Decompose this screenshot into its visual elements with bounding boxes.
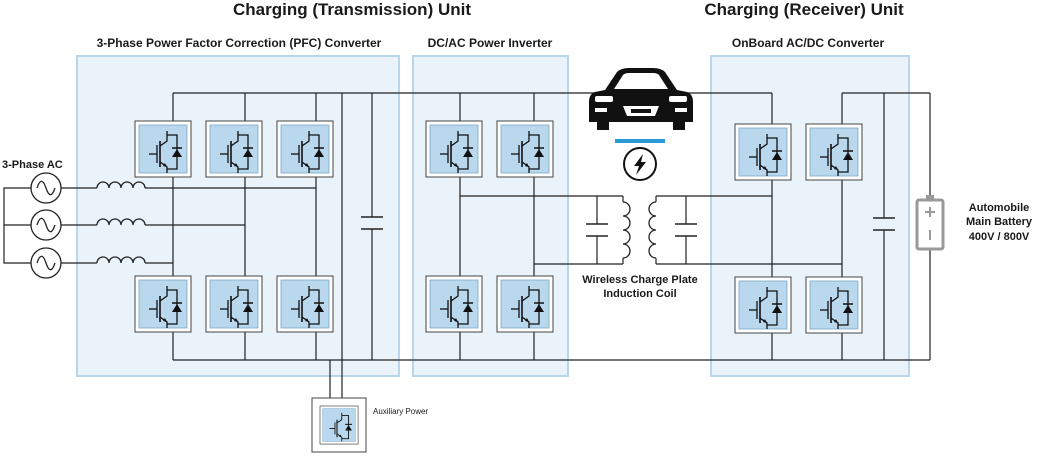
inverter-label: DC/AC Power Inverter	[428, 36, 553, 50]
receiver-unit-title: Charging (Receiver) Unit	[704, 0, 904, 19]
coil-label-line1: Wireless Charge Plate	[582, 274, 697, 286]
battery-icon	[915, 195, 945, 251]
igbt-switch-icon	[205, 120, 263, 178]
ac-source-icon	[30, 172, 62, 204]
igbt-switch-icon	[734, 276, 792, 334]
igbt-switch-icon	[205, 275, 263, 333]
ac-source-icon	[30, 209, 62, 241]
ac-source-icon	[30, 247, 62, 279]
igbt-switch-icon	[805, 123, 863, 181]
battery-label-line3: 400V / 800V	[969, 231, 1030, 243]
igbt-switch-icon	[134, 120, 192, 178]
transformer-coil-icon	[622, 201, 631, 259]
igbt-switch-icon	[496, 120, 554, 178]
battery-label-line1: Automobile	[969, 202, 1030, 214]
charge-plate	[615, 139, 665, 143]
battery-label-line2: Main Battery	[966, 216, 1033, 228]
lightning-icon	[623, 147, 657, 181]
igbt-switch-icon	[134, 275, 192, 333]
capacitor-icon	[674, 223, 698, 237]
igbt-switch-icon	[734, 123, 792, 181]
auxiliary-power-label: Auxiliary Power	[373, 407, 428, 416]
igbt-switch-icon	[496, 275, 554, 333]
onboard-converter-label: OnBoard AC/DC Converter	[732, 36, 885, 50]
capacitor-icon	[585, 223, 609, 237]
three-phase-ac-label: 3-Phase AC	[2, 159, 63, 171]
transmission-unit-title: Charging (Transmission) Unit	[233, 0, 471, 19]
transformer-coil-icon	[648, 201, 657, 259]
pfc-converter-label: 3-Phase Power Factor Correction (PFC) Co…	[97, 36, 382, 50]
coil-label-line2: Induction Coil	[603, 288, 676, 300]
igbt-switch-icon	[319, 405, 359, 445]
car-icon	[589, 68, 693, 130]
igbt-switch-icon	[276, 275, 334, 333]
igbt-switch-icon	[276, 120, 334, 178]
igbt-switch-icon	[425, 120, 483, 178]
igbt-switch-icon	[805, 276, 863, 334]
igbt-switch-icon	[425, 275, 483, 333]
